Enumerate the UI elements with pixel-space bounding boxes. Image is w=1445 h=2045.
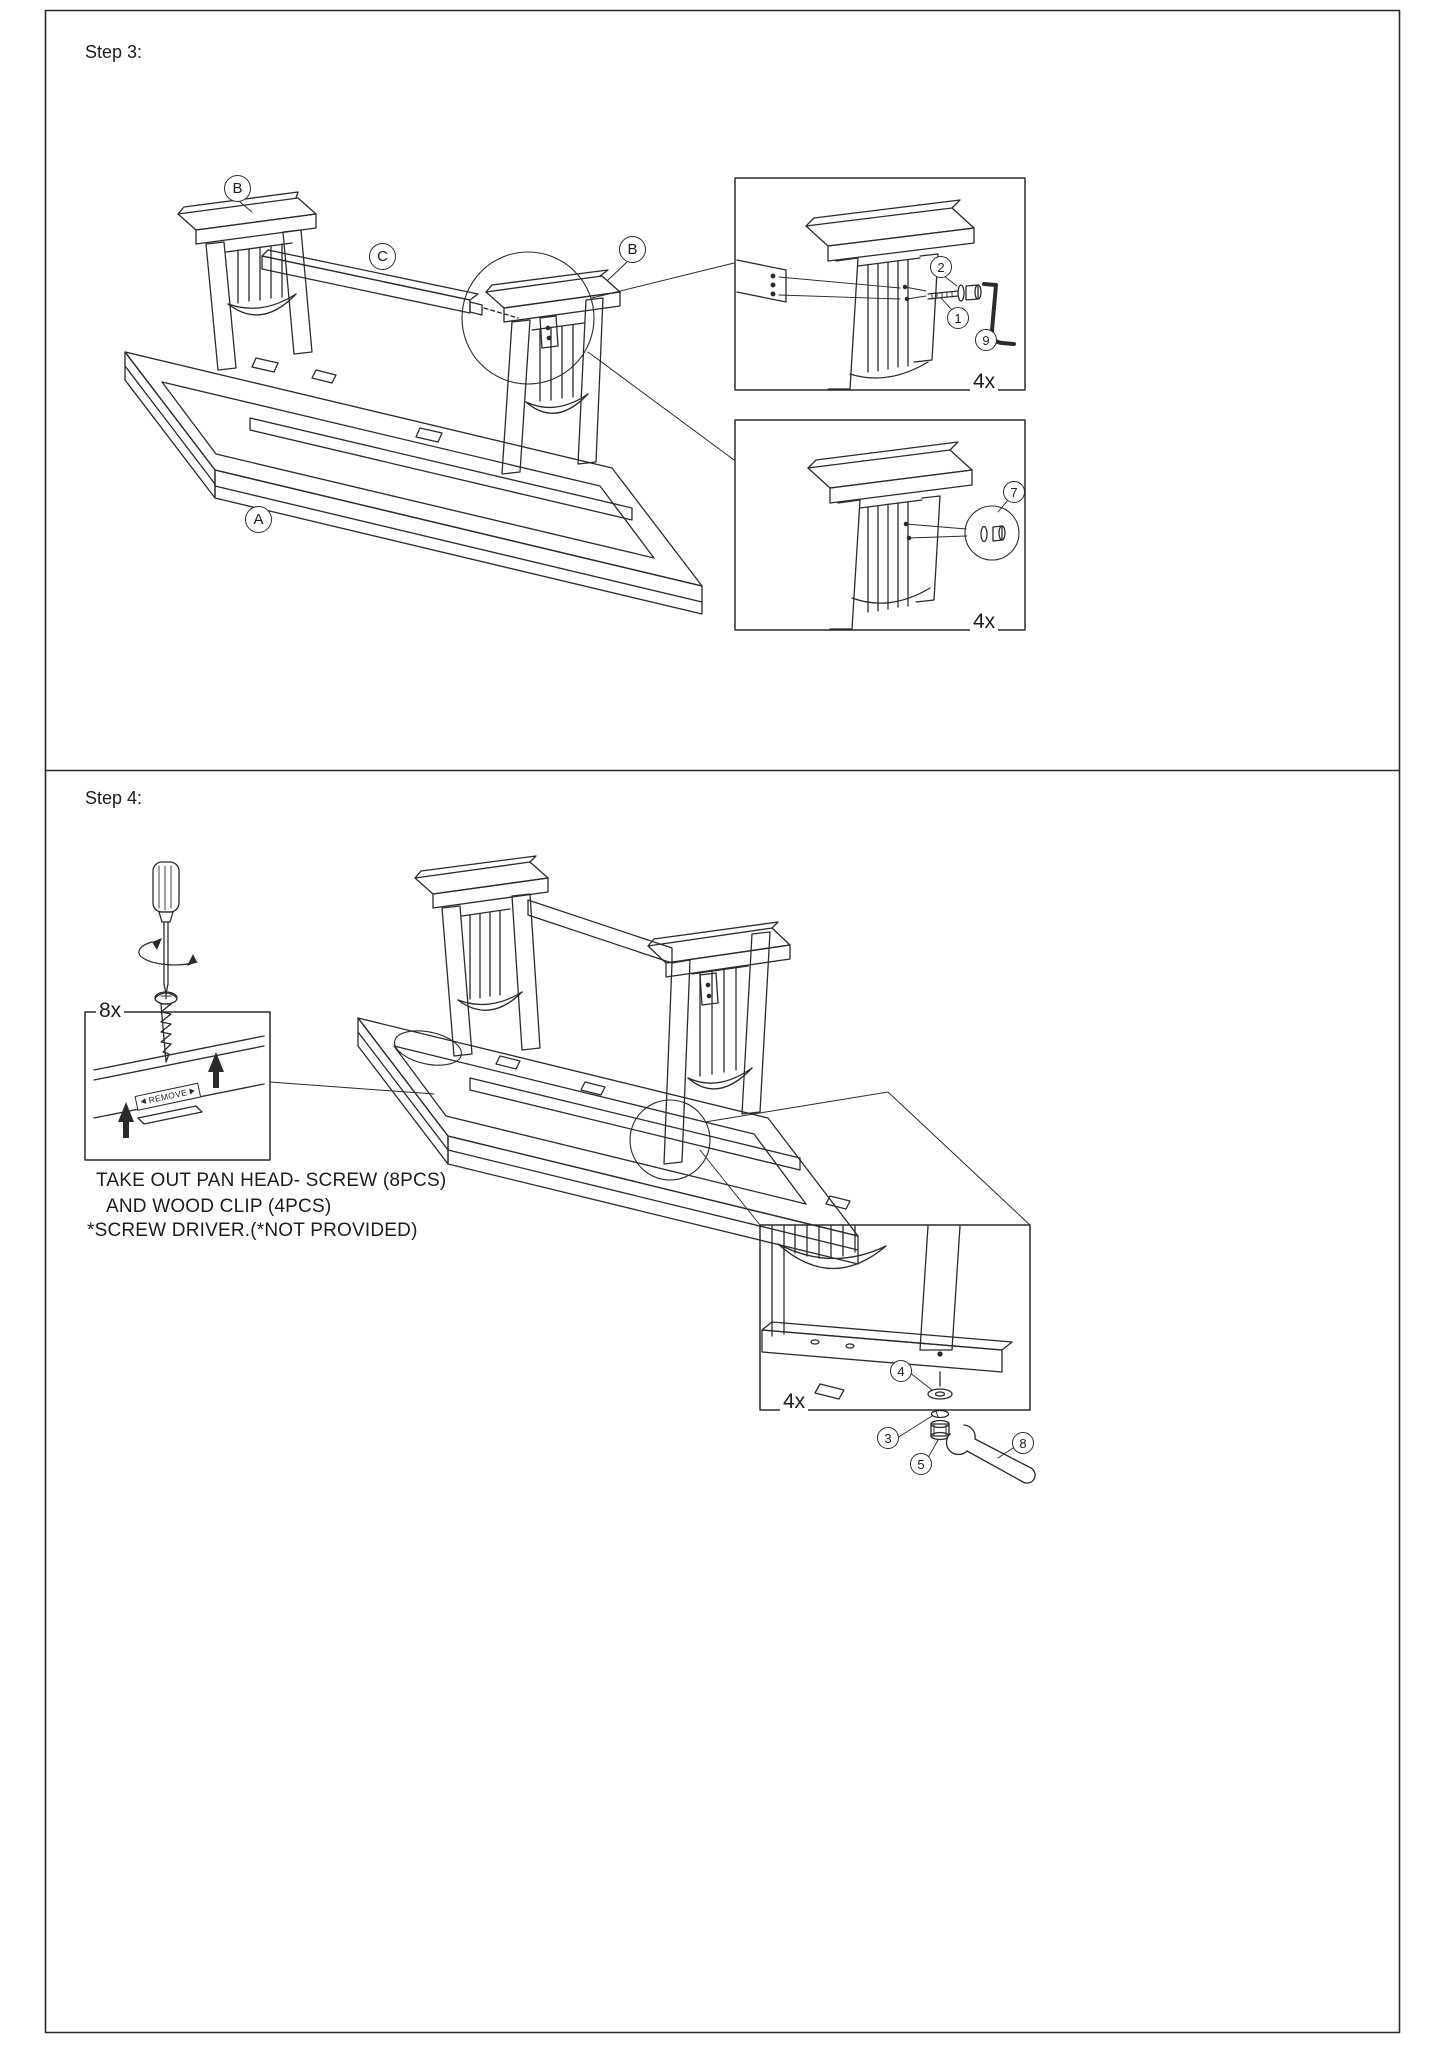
remove-arrow-right-icon <box>189 1087 196 1095</box>
callout-4: 4 <box>890 1360 912 1382</box>
pan-head-screw-icon <box>154 991 178 1063</box>
step4-leg-assembly-left <box>414 855 549 1057</box>
step4-rail-c-installed <box>527 899 673 964</box>
step4-zoom-marks <box>394 1030 1031 1226</box>
page-border <box>44 9 1401 2034</box>
instruction-line-3: *SCREW DRIVER.(*NOT PROVIDED) <box>87 1220 418 1241</box>
callout-9: 9 <box>975 329 997 351</box>
step3-leg-assembly-left <box>177 191 317 371</box>
callout-2: 2 <box>930 256 952 278</box>
step3-detail-box-top <box>734 177 1026 391</box>
qty-detail-top: 4x <box>970 371 999 392</box>
step4-leg-assembly-right <box>647 921 791 1165</box>
callout-5: 5 <box>910 1453 932 1475</box>
part-label-c: C <box>369 243 396 270</box>
part-label-b-right: B <box>619 236 646 263</box>
qty-step4-detail: 4x <box>780 1391 809 1412</box>
step3-tabletop <box>124 351 703 615</box>
step3-leg-assembly-right <box>485 269 621 475</box>
part-label-b-left: B <box>224 175 251 202</box>
instruction-line-2: AND WOOD CLIP (4PCS) <box>106 1196 332 1217</box>
screwdriver-icon <box>138 861 198 995</box>
step4-title: Step 4: <box>85 788 143 808</box>
step4-detail-box <box>759 1224 1036 1484</box>
step3-detail-box-bottom <box>734 419 1026 631</box>
step3-title: Step 3: <box>85 42 143 62</box>
qty-screws: 8x <box>96 1000 125 1021</box>
qty-detail-bottom: 4x <box>970 611 999 632</box>
callout-7: 7 <box>1003 481 1025 503</box>
instruction-line-1: TAKE OUT PAN HEAD- SCREW (8PCS) <box>96 1170 447 1191</box>
remove-arrow-left-icon <box>140 1098 147 1106</box>
callout-8: 8 <box>1012 1432 1034 1454</box>
callout-3: 3 <box>877 1427 899 1449</box>
step4-remove-detail-box <box>84 1011 435 1161</box>
step3-rail-c <box>261 249 519 319</box>
step4-tabletop <box>357 1017 859 1265</box>
part-label-a: A <box>245 506 272 533</box>
step3-zoom-circle <box>239 201 735 461</box>
callout-1: 1 <box>947 307 969 329</box>
